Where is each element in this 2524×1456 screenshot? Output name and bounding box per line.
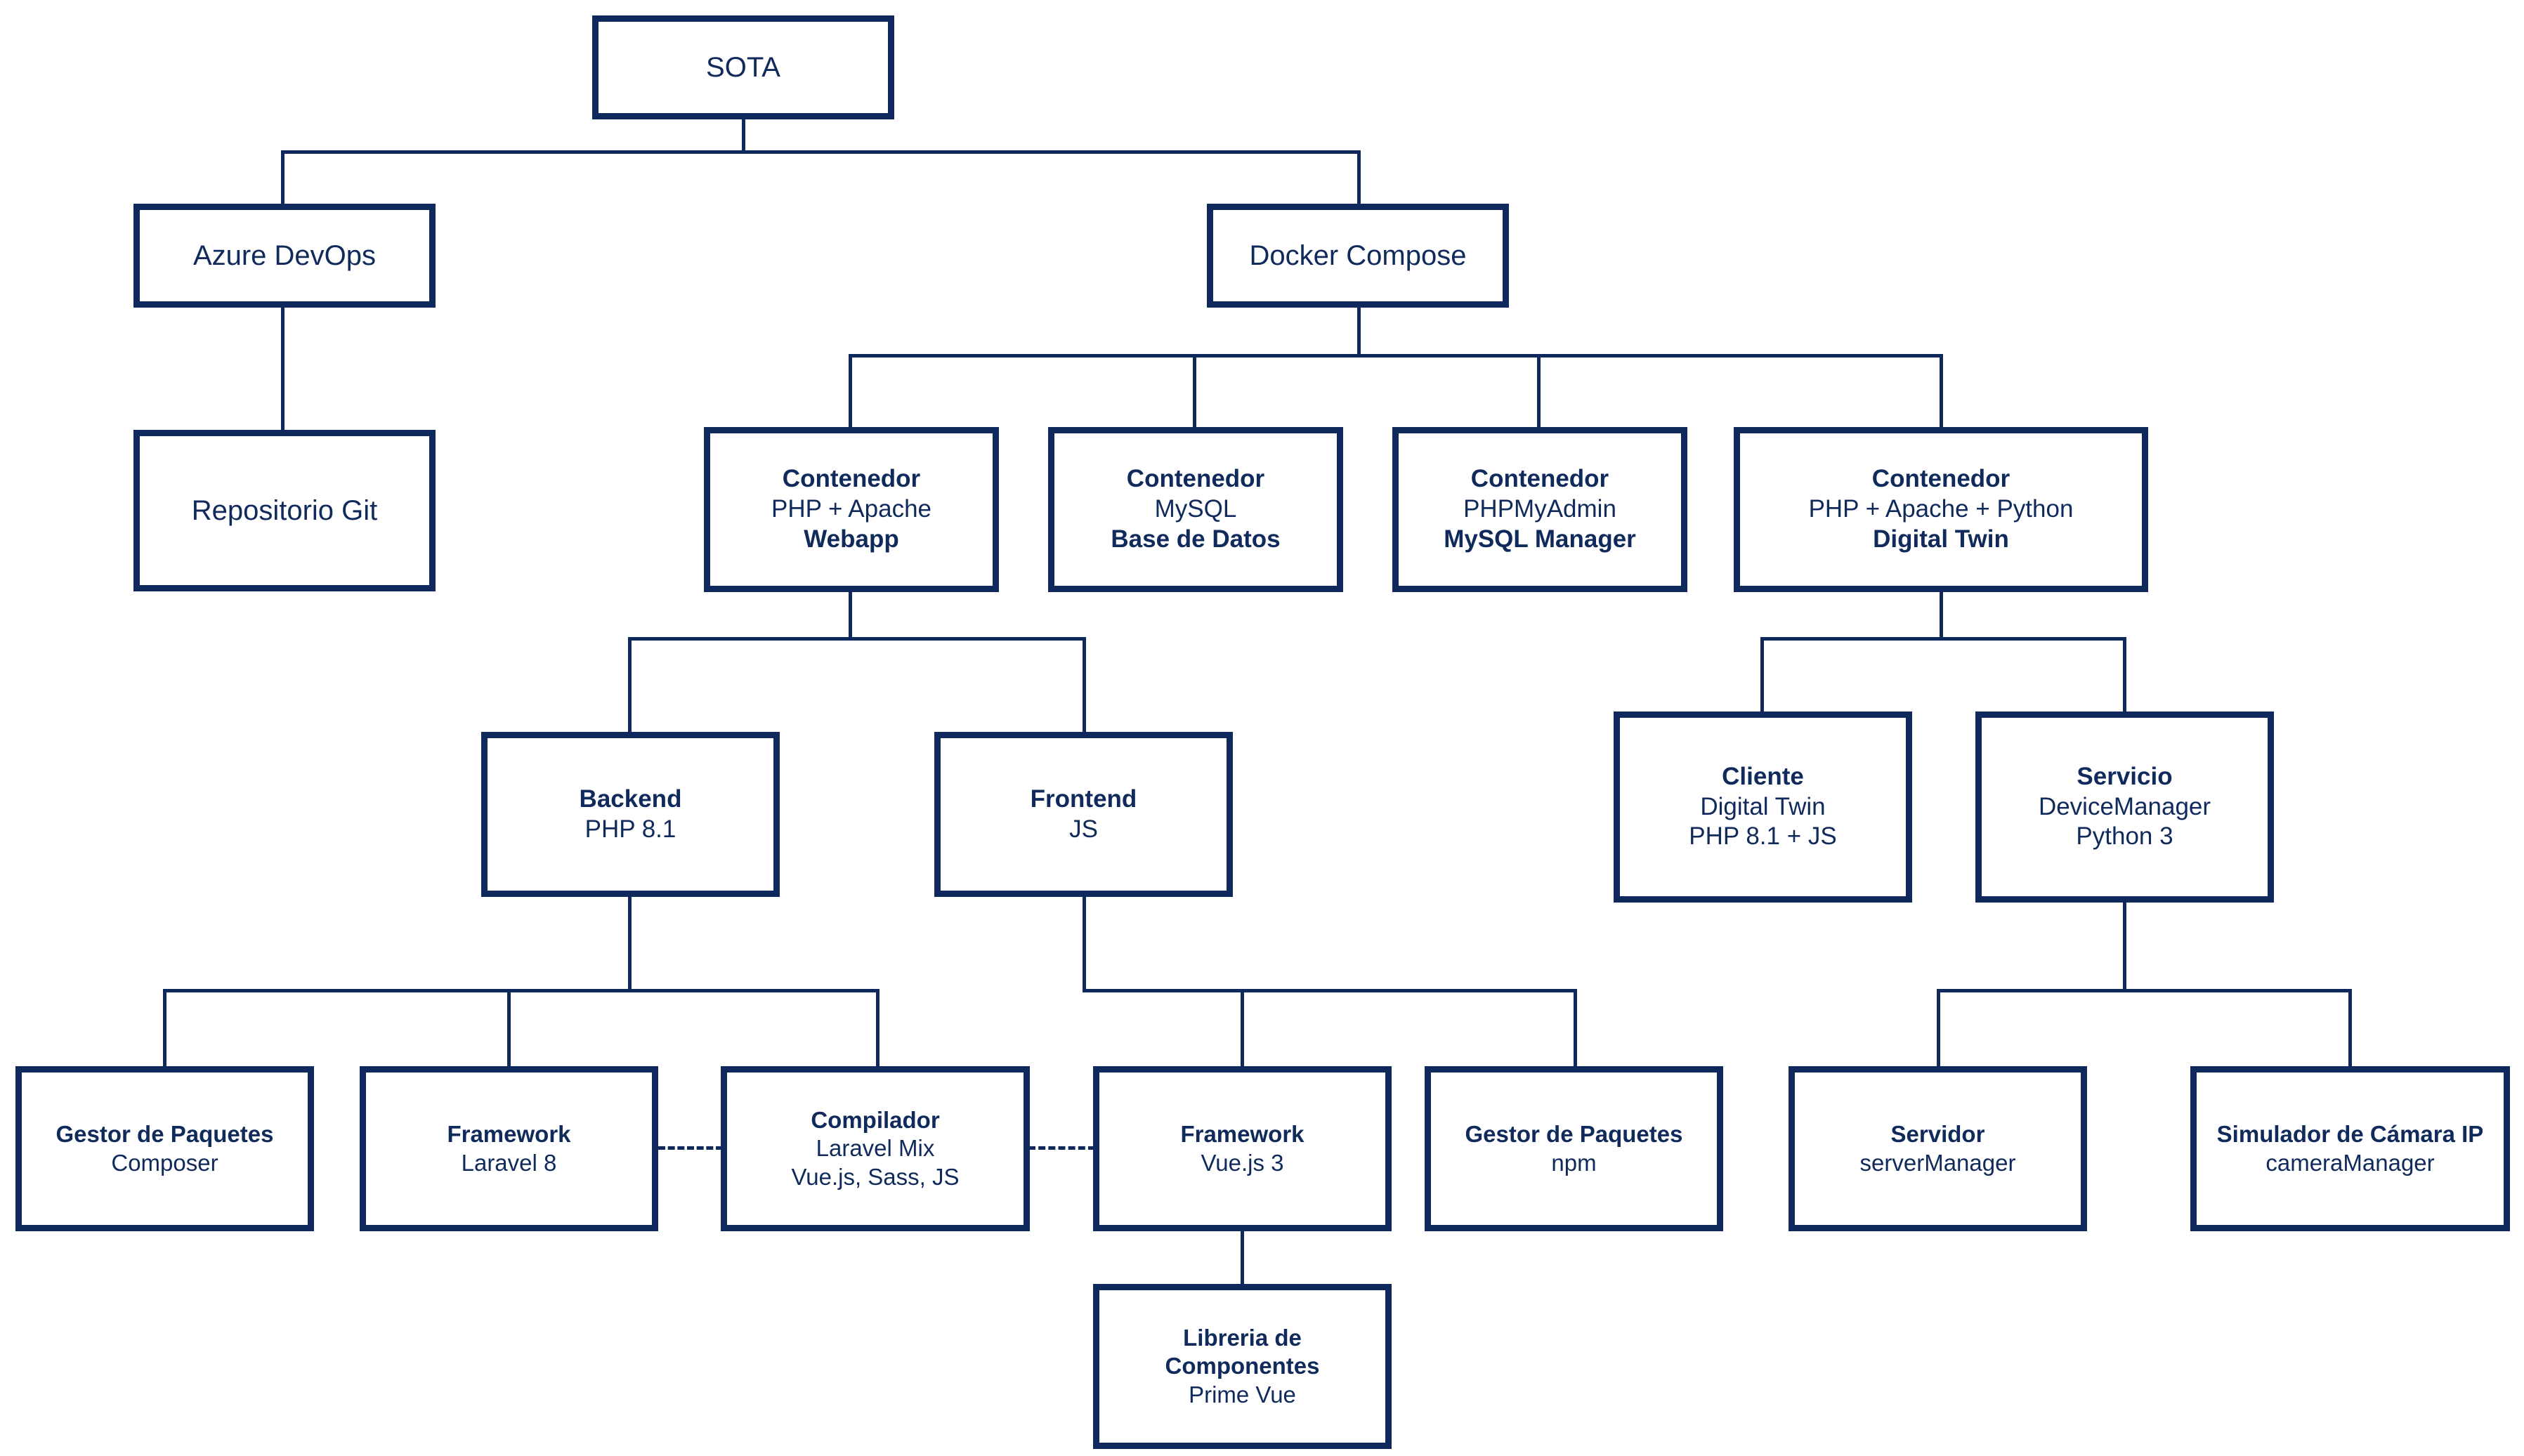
node-label-line: Composer [111, 1149, 218, 1176]
edge-bus-cameramanager [2348, 989, 2352, 1070]
edge-laravel-compilador [658, 1146, 723, 1150]
node-label-line: Libreria de [1183, 1325, 1302, 1351]
node-label-line: Vue.js, Sass, JS [791, 1163, 960, 1190]
edge-webapp-down [849, 591, 852, 638]
edge-frontend-down [1083, 896, 1086, 992]
edge-docker-bus [849, 354, 1943, 358]
node-label-line: serverManager [1859, 1149, 2016, 1176]
edge-bus-npm [1574, 989, 1577, 1070]
node-label-line: Componentes [1165, 1353, 1320, 1379]
edge-bus-cliente [1760, 637, 1764, 716]
node-label-line: Laravel Mix [816, 1135, 935, 1162]
edge-backend-down [628, 896, 632, 992]
edge-bus-docker [1357, 150, 1361, 205]
node-label-line: Contenedor [1470, 465, 1609, 493]
edge-servicio-bus [1937, 989, 2351, 992]
edge-bus-mysql [1193, 354, 1196, 428]
edge-bus-compilador [876, 989, 880, 1070]
node-label-line: Frontend [1030, 785, 1137, 813]
edge-vuejs-primevue [1241, 1229, 1244, 1289]
node-label-line: DeviceManager [2038, 792, 2211, 820]
edge-servicio-down [2123, 901, 2126, 992]
node-label-line: Azure DevOps [192, 240, 377, 271]
node-label-line: PHP + Apache [771, 495, 931, 523]
node-label-line: MySQL [1154, 495, 1237, 523]
node-label-line: Servidor [1890, 1121, 1985, 1148]
node-sota[interactable]: SOTA [592, 15, 894, 119]
node-docker-compose[interactable]: Docker Compose [1207, 204, 1509, 308]
node-label-line: SOTA [706, 51, 780, 83]
node-label-line: Contenedor [1871, 465, 2010, 493]
node-label-line: Digital Twin [1873, 525, 2009, 553]
node-label-line: MySQL Manager [1444, 525, 1636, 553]
node-label-line: Cliente [1722, 762, 1804, 790]
edge-frontend-bus [1083, 989, 1577, 992]
node-label-line: Simulador de Cámara IP [2216, 1121, 2484, 1148]
node-label-line: Webapp [804, 525, 899, 553]
node-azure-devops[interactable]: Azure DevOps [133, 204, 436, 308]
node-label-line: PHP 8.1 [584, 815, 676, 843]
edge-compilador-vuejs [1028, 1146, 1095, 1150]
node-label-line: Framework [1180, 1121, 1304, 1148]
node-label-line: npm [1551, 1149, 1597, 1176]
node-label-line: Vue.js 3 [1201, 1149, 1284, 1176]
node-label-line: Digital Twin [1700, 792, 1826, 820]
edge-bus-backend [628, 637, 632, 735]
node-label-line: Laravel 8 [461, 1149, 557, 1176]
node-label-line: Servicio [2077, 762, 2173, 790]
node-label-line: PHP + Apache + Python [1808, 495, 2074, 523]
node-label-line: Python 3 [2076, 822, 2173, 851]
edge-bus-laravel [507, 989, 511, 1070]
node-label-line: Gestor de Paquetes [1465, 1121, 1683, 1148]
node-label-line: Prime Vue [1189, 1381, 1296, 1408]
edge-bus-vuejs [1241, 989, 1244, 1070]
node-label-line: Framework [447, 1121, 571, 1148]
edge-sota-bus [281, 150, 1360, 154]
node-label-line: Docker Compose [1249, 240, 1467, 271]
node-label-line: Base de Datos [1111, 525, 1281, 553]
node-label-line: Repositorio Git [191, 494, 378, 526]
edge-docker-down [1357, 306, 1361, 357]
edge-bus-webapp [849, 354, 852, 428]
edge-sota-down [742, 119, 745, 153]
edge-bus-frontend [1083, 637, 1086, 735]
edge-azure-gitrepo [281, 306, 285, 431]
node-label-line: PHPMyAdmin [1463, 495, 1616, 523]
edge-digitaltwin-bus [1760, 637, 2126, 641]
node-label-line: PHP 8.1 + JS [1689, 822, 1837, 851]
node-label-line: Contenedor [782, 465, 921, 493]
node-label-line: Backend [579, 785, 682, 813]
edge-bus-phpmyadmin [1537, 354, 1541, 428]
node-label-line: Gestor de Paquetes [55, 1121, 274, 1148]
edge-bus-servicio [2123, 637, 2126, 716]
node-label-line: JS [1069, 815, 1098, 843]
edge-webapp-bus [628, 637, 1086, 641]
edge-backend-bus [163, 989, 880, 992]
node-repositorio-git[interactable]: Repositorio Git [133, 430, 436, 591]
edge-bus-composer [163, 989, 166, 1070]
edge-digitaltwin-down [1940, 591, 1943, 638]
edge-bus-digitaltwin [1940, 354, 1943, 428]
node-label-line: Contenedor [1126, 465, 1265, 493]
node-label-line: cameraManager [2265, 1149, 2435, 1176]
edge-bus-azure [281, 150, 285, 205]
edge-bus-servermanager [1937, 989, 1940, 1070]
node-label-line: Compilador [811, 1107, 940, 1134]
